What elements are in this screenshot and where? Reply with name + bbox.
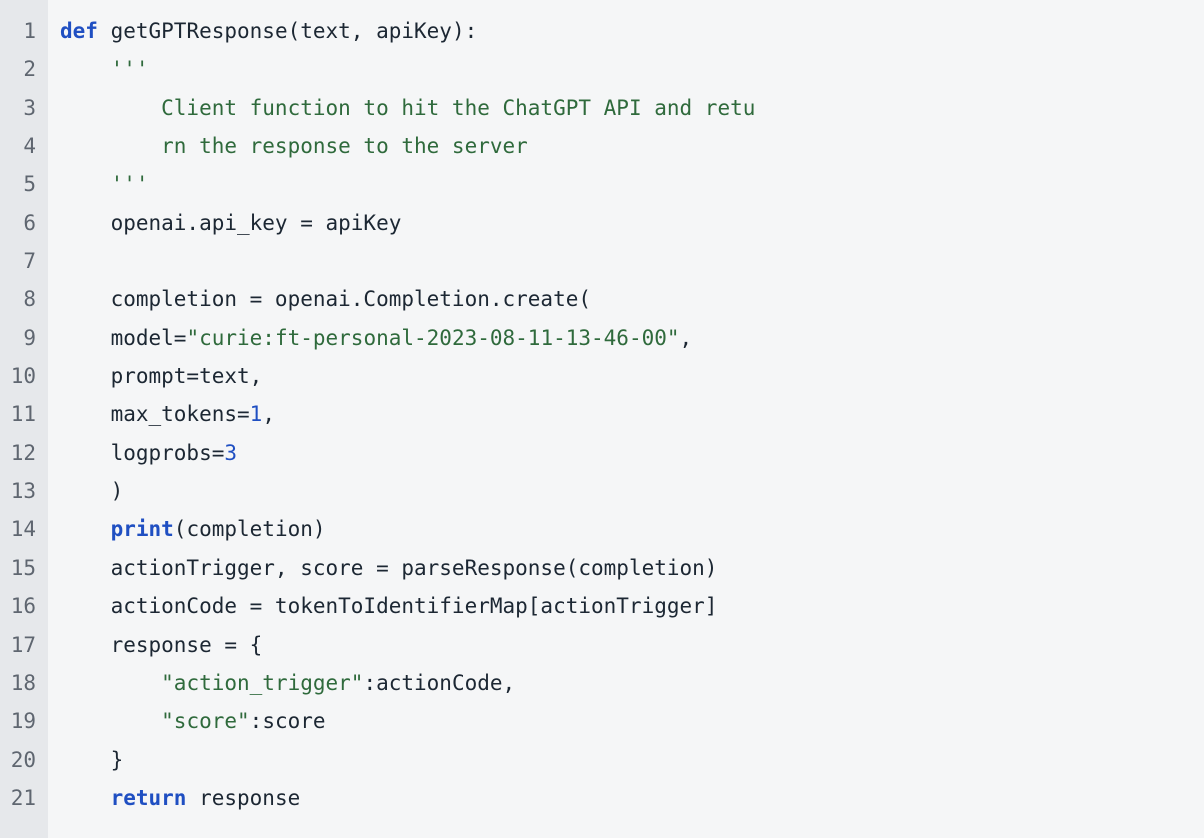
code-line[interactable]: logprobs=3 xyxy=(48,434,1204,472)
code-token-plain: ) xyxy=(60,479,124,504)
code-token-plain xyxy=(60,709,161,733)
code-token-plain: } xyxy=(60,747,124,772)
code-token-plain: openai.api_key = apiKey xyxy=(60,210,402,235)
code-line[interactable]: "score":score xyxy=(48,702,1204,740)
line-number: 16 xyxy=(10,594,36,619)
code-token-plain: actionCode = tokenToIdentifierMap[action… xyxy=(60,594,718,619)
code-line[interactable]: openai.api_key = apiKey xyxy=(48,204,1204,242)
line-number: 5 xyxy=(23,172,36,197)
line-number: 11 xyxy=(10,402,36,427)
line-number: 8 xyxy=(23,287,36,312)
code-token-number: 3 xyxy=(224,440,238,465)
line-number: 10 xyxy=(10,364,36,389)
code-line[interactable]: print(completion) xyxy=(48,510,1204,548)
line-number: 12 xyxy=(10,440,36,465)
code-line[interactable]: actionCode = tokenToIdentifierMap[action… xyxy=(48,587,1204,625)
line-number: 19 xyxy=(10,709,36,734)
code-token-plain: :score xyxy=(249,709,326,734)
line-number: 1 xyxy=(23,19,36,43)
code-token-plain: completion = openai.Completion.create( xyxy=(60,287,592,312)
code-token-string: ''' xyxy=(60,57,149,82)
line-number: 14 xyxy=(10,517,36,542)
code-line[interactable]: "action_trigger":actionCode, xyxy=(48,664,1204,702)
line-number: 17 xyxy=(10,632,36,657)
code-area[interactable]: def getGPTResponse(text, apiKey): ''' Cl… xyxy=(48,0,1204,838)
code-line[interactable]: max_tokens=1, xyxy=(48,395,1204,433)
code-token-keyword: print xyxy=(110,517,174,542)
code-token-plain: response xyxy=(186,785,301,810)
code-line[interactable]: Client function to hit the ChatGPT API a… xyxy=(48,89,1204,127)
code-line[interactable]: ) xyxy=(48,472,1204,510)
code-line[interactable]: completion = openai.Completion.create( xyxy=(48,280,1204,318)
code-token-number: 1 xyxy=(249,402,263,427)
line-number: 13 xyxy=(10,479,36,504)
line-number: 20 xyxy=(10,747,36,772)
code-line[interactable]: ''' xyxy=(48,165,1204,203)
code-token-plain xyxy=(60,786,111,810)
code-line[interactable]: rn the response to the server xyxy=(48,127,1204,165)
line-number: 4 xyxy=(23,134,36,159)
code-line[interactable]: ''' xyxy=(48,50,1204,88)
code-token-plain: response = { xyxy=(60,632,263,657)
code-token-string: ''' xyxy=(60,172,149,197)
line-number: 3 xyxy=(23,95,36,120)
code-token-plain: getGPTResponse(text, apiKey): xyxy=(97,19,478,43)
code-line[interactable] xyxy=(48,242,1204,280)
code-token-string: "curie:ft-personal-2023-08-11-13-46-00" xyxy=(186,325,680,350)
code-token-plain: :actionCode, xyxy=(363,670,516,695)
code-line[interactable]: } xyxy=(48,741,1204,779)
code-token-string: rn the response to the server xyxy=(60,134,528,159)
code-token-plain: actionTrigger, score = parseResponse(com… xyxy=(60,555,718,580)
line-number: 9 xyxy=(23,325,36,350)
code-line[interactable]: return response xyxy=(48,779,1204,817)
code-token-keyword: def xyxy=(60,19,98,43)
code-line[interactable]: prompt=text, xyxy=(48,357,1204,395)
code-token-plain: max_tokens= xyxy=(60,402,250,427)
code-token-plain: , xyxy=(262,402,275,427)
code-token-plain xyxy=(60,517,111,541)
line-number: 15 xyxy=(10,555,36,580)
code-token-string: "score" xyxy=(161,709,250,734)
code-token-keyword: return xyxy=(110,785,187,810)
code-token-plain: (completion) xyxy=(173,517,326,542)
code-token-plain: model= xyxy=(60,325,187,350)
code-line[interactable]: model="curie:ft-personal-2023-08-11-13-4… xyxy=(48,319,1204,357)
code-line[interactable]: actionTrigger, score = parseResponse(com… xyxy=(48,549,1204,587)
line-number: 6 xyxy=(23,210,36,235)
code-token-plain: logprobs= xyxy=(60,440,225,465)
line-number: 2 xyxy=(23,57,36,82)
code-token-plain: , xyxy=(679,325,693,350)
line-number: 7 xyxy=(23,249,36,274)
line-number: 18 xyxy=(10,670,36,695)
code-token-plain xyxy=(60,671,161,695)
code-line[interactable]: def getGPTResponse(text, apiKey): xyxy=(48,12,1204,50)
line-number: 21 xyxy=(10,785,36,810)
code-token-string: Client function to hit the ChatGPT API a… xyxy=(60,95,756,120)
code-token-string: "action_trigger" xyxy=(161,670,364,695)
code-token-plain: prompt=text, xyxy=(60,364,263,389)
code-line[interactable]: response = { xyxy=(48,626,1204,664)
